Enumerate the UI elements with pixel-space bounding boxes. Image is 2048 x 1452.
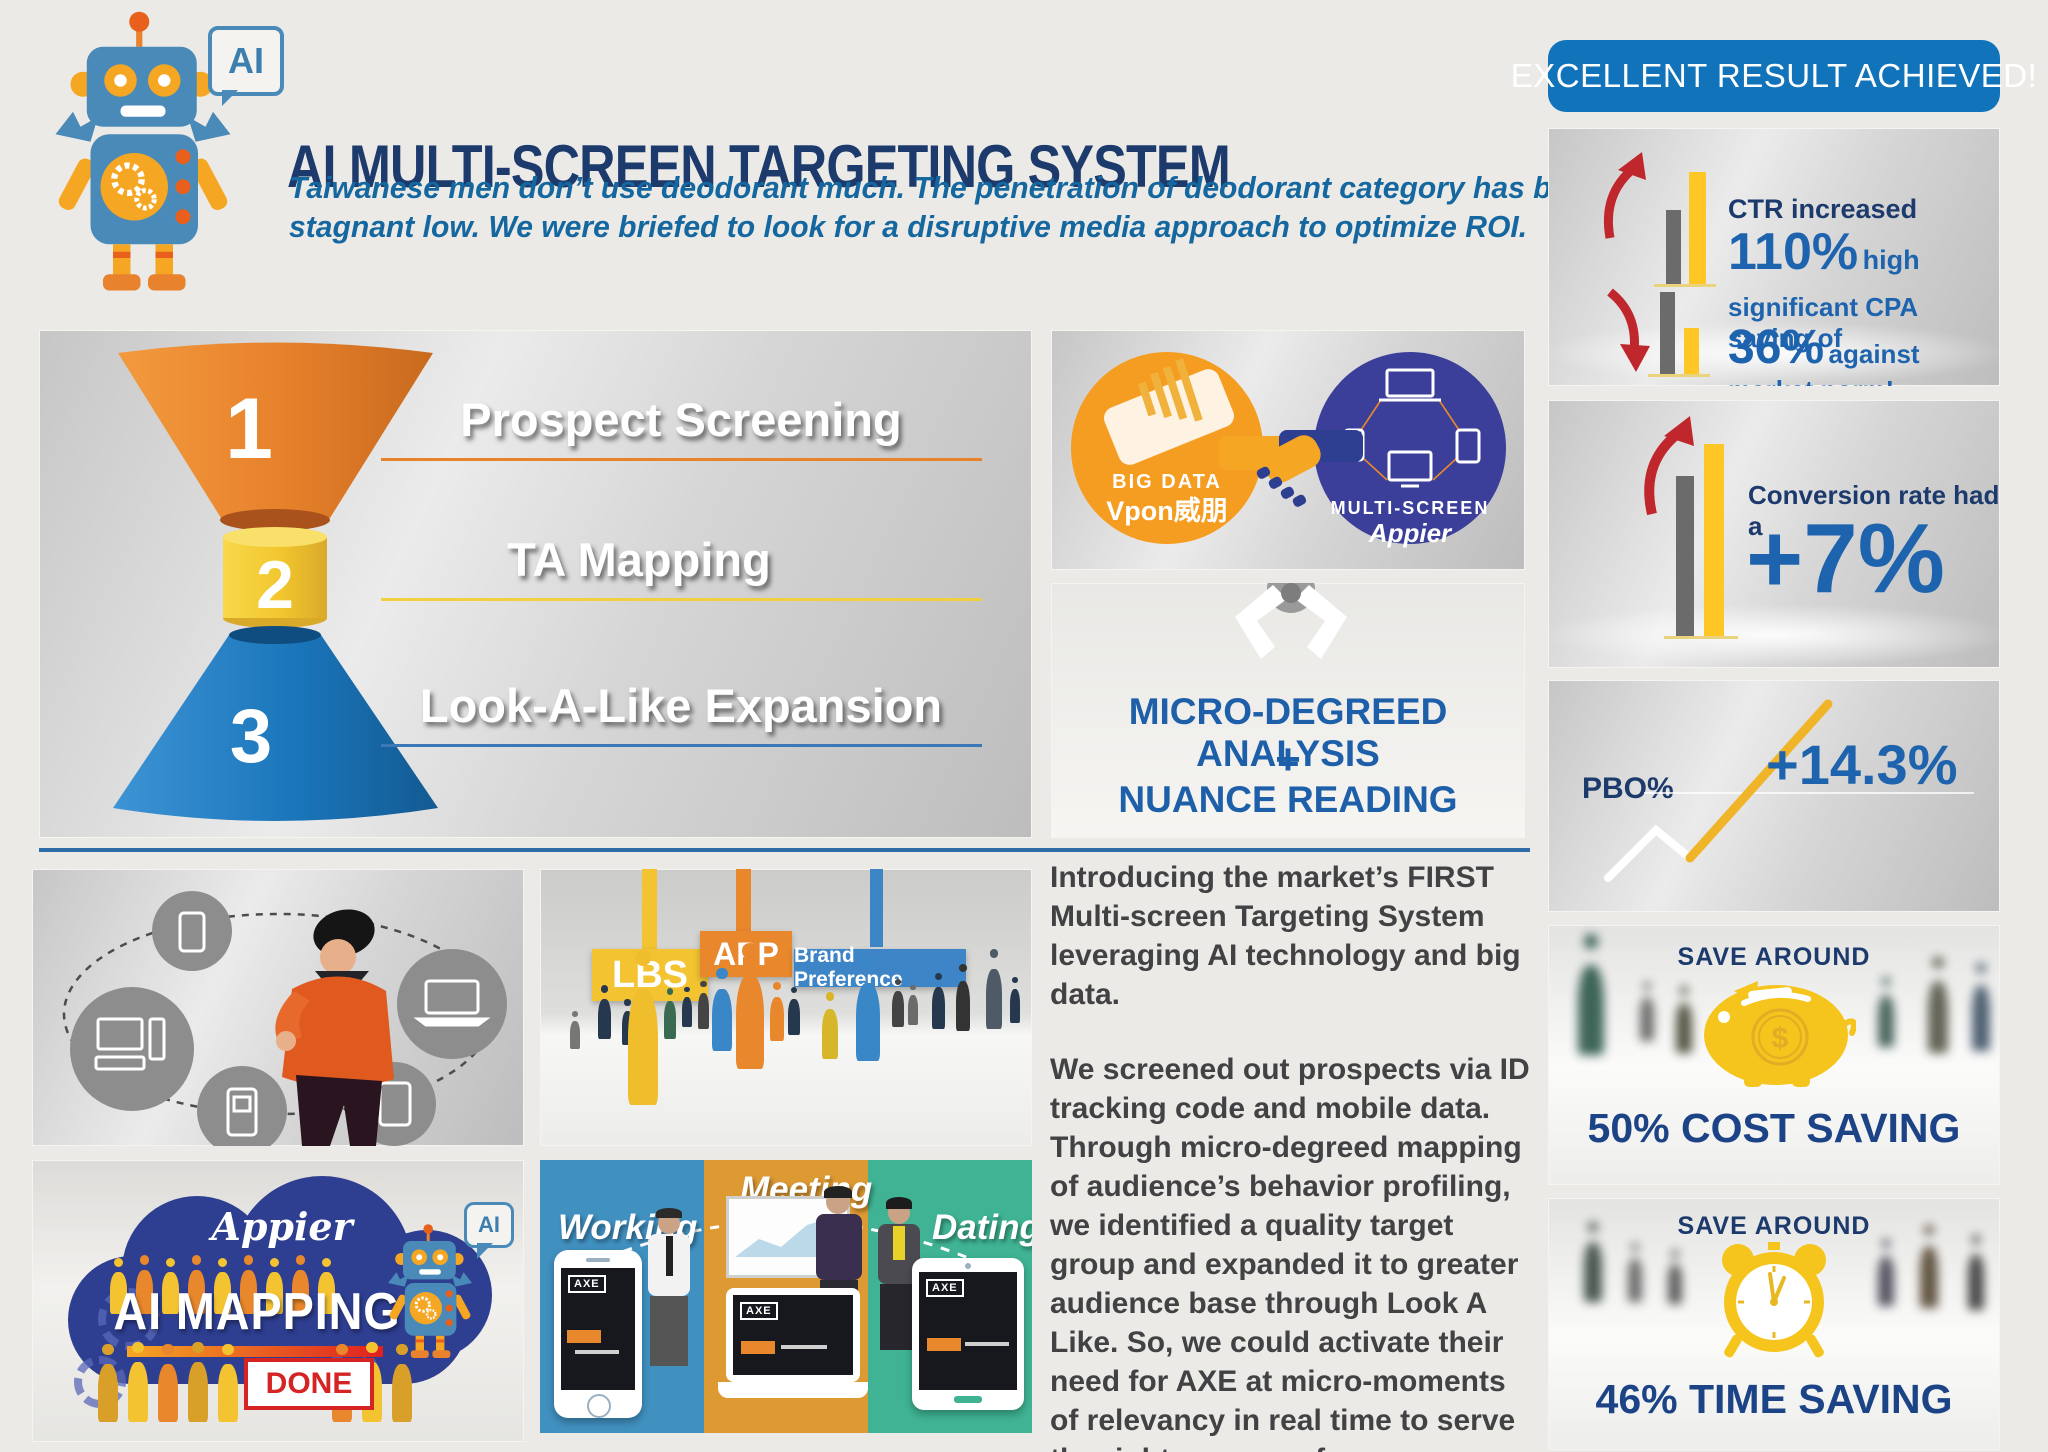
analysis-panel: MICRO-DEGREED ANALYSIS + NUANCE READING <box>1051 583 1525 838</box>
funnel-step-3-label: Look-A-Like Expansion <box>419 679 943 732</box>
funnel-step-2-label: TA Mapping <box>507 533 771 586</box>
funnel-panel: 1 2 3 Prospect Screening TA Mapping Look… <box>39 330 1032 838</box>
vpon-logo: Vpon威朋 <box>1106 496 1228 526</box>
description-para1: Introducing the market’s FIRST Multi-scr… <box>1050 861 1521 1011</box>
ai-bubble-label: AI <box>228 40 264 81</box>
analysis-plus: + <box>1275 735 1301 784</box>
ctr-cpa-panel: CTR increased 110% high significant CPA … <box>1548 128 2000 386</box>
funnel-step-3-underline <box>381 744 982 747</box>
partnership-panel: BIG DATA Vpon威朋 MULTI-SCREEN Appier <box>1051 330 1525 570</box>
funnel-step-1-number: 1 <box>225 381 273 477</box>
cpa-suffix: against market norm! <box>1728 339 1920 386</box>
pbo-label: PBO% <box>1582 772 1674 805</box>
pbo-panel: PBO% +14.3% <box>1548 680 2000 912</box>
page-title: AI MULTI-SCREEN TARGETING SYSTEM <box>287 133 1231 201</box>
ctr-suffix: high <box>1862 245 1920 275</box>
funnel-step-2-underline <box>381 598 982 601</box>
smartphone-device: AXE <box>554 1250 642 1418</box>
ctr-value: 110% <box>1728 223 1859 281</box>
desktop-icon <box>96 1017 144 1051</box>
conversion-value: +7% <box>1746 503 1945 613</box>
time-kicker: SAVE AROUND <box>1677 1212 1871 1240</box>
cpa-value: 36% <box>1728 321 1825 374</box>
cost-saving-panel: SAVE AROUND $ 50% COST SAVING <box>1548 925 2000 1185</box>
ai-speech-bubble-small-icon: AI <box>464 1202 514 1259</box>
funnel-step-3-number: 3 <box>230 694 272 779</box>
time-saving-panel: SAVE AROUND 46% TIME SAVING <box>1548 1198 2000 1450</box>
phone-icon <box>178 911 206 953</box>
page-subtitle: Taiwanese men don’t use deodorant much. … <box>289 170 1604 244</box>
audience-tags-panel: LBS APP Brand Preference <box>540 869 1032 1146</box>
appier-logo-right: Appier <box>1368 518 1453 548</box>
ctr-label: CTR increased <box>1728 194 1918 224</box>
laptop-icon <box>424 979 480 1015</box>
mapping-progress-bar <box>127 1346 383 1357</box>
cpa-benchmark-bar <box>1660 292 1675 374</box>
multiscreen-user-panel <box>32 869 524 1146</box>
pbo-trend-line <box>1604 699 1833 882</box>
conversion-label: Conversion rate had a <box>1748 480 2000 541</box>
cpa-value-row: 36% against market norm! <box>1728 320 2000 386</box>
handshake-icon <box>1219 430 1363 507</box>
brand-ribbon <box>870 869 883 947</box>
feature-phone-icon <box>226 1087 258 1137</box>
ctr-benchmark-bar <box>1666 210 1681 284</box>
analysis-line1: MICRO-DEGREED ANALYSIS <box>1128 691 1448 774</box>
ai-mapping-panel: Appier AI MAPPING DONE AI <box>32 1160 524 1442</box>
svg-text:$: $ <box>1772 1022 1789 1055</box>
cpa-label: significant CPA saving of <box>1728 292 1918 353</box>
funnel-step-2-number: 2 <box>256 547 294 623</box>
arrow-up-icon <box>1644 416 1694 516</box>
tablet-device: AXE <box>912 1258 1024 1410</box>
funnel-step-1-underline <box>381 458 982 461</box>
pbo-value: +14.3% <box>1766 733 1958 796</box>
arrow-down-icon <box>1607 288 1650 372</box>
multi-screen-circle <box>1314 352 1506 544</box>
tablet-icon <box>378 1081 412 1127</box>
time-saving-value: 46% TIME SAVING <box>1595 1376 1953 1422</box>
ctr-result-bar <box>1689 172 1706 284</box>
orange-hoodie-person <box>275 909 394 1146</box>
ctr-value-row: 110% high <box>1728 222 1920 282</box>
claw-icon <box>1235 583 1347 659</box>
conversion-result-bar <box>1704 444 1724 636</box>
ai-speech-bubble-icon: AI <box>208 26 284 106</box>
cpa-result-bar <box>1684 328 1699 374</box>
piggy-bank-icon: $ <box>1704 981 1856 1087</box>
conversion-benchmark-bar <box>1676 476 1694 636</box>
app-ribbon <box>736 869 751 931</box>
analysis-line2: NUANCE READING <box>1118 779 1458 820</box>
ai-mapping-title: AI MAPPING <box>113 1283 401 1341</box>
arrow-up-icon <box>1603 152 1646 239</box>
big-data-label: BIG DATA <box>1112 471 1222 493</box>
dating-label: Dating <box>932 1208 1032 1247</box>
appier-logo-cloud: Appier <box>211 1204 353 1249</box>
multi-screen-label: MULTI-SCREEN <box>1331 498 1490 518</box>
funnel-step-1-label: Prospect Screening <box>460 393 902 446</box>
description-text: Introducing the market’s FIRST Multi-scr… <box>1050 858 1532 1452</box>
conversion-panel: Conversion rate had a +7% <box>1548 400 2000 668</box>
cost-kicker: SAVE AROUND <box>1677 943 1871 971</box>
funnel-diagram: 1 2 3 <box>113 342 438 821</box>
alarm-clock-icon <box>1722 1242 1826 1358</box>
section-divider <box>39 848 1530 852</box>
results-banner: EXCELLENT RESULT ACHIEVED! <box>1511 40 2037 112</box>
done-badge: DONE <box>244 1358 374 1410</box>
tag-brand-preference: Brand Preference <box>794 944 966 991</box>
moments-panel: Working Meeting Dating AXE <box>540 1160 1032 1433</box>
description-para2: We screened out prospects via ID trackin… <box>1050 1053 1530 1452</box>
cost-saving-value: 50% COST SAVING <box>1587 1105 1961 1151</box>
lbs-ribbon <box>642 869 657 953</box>
